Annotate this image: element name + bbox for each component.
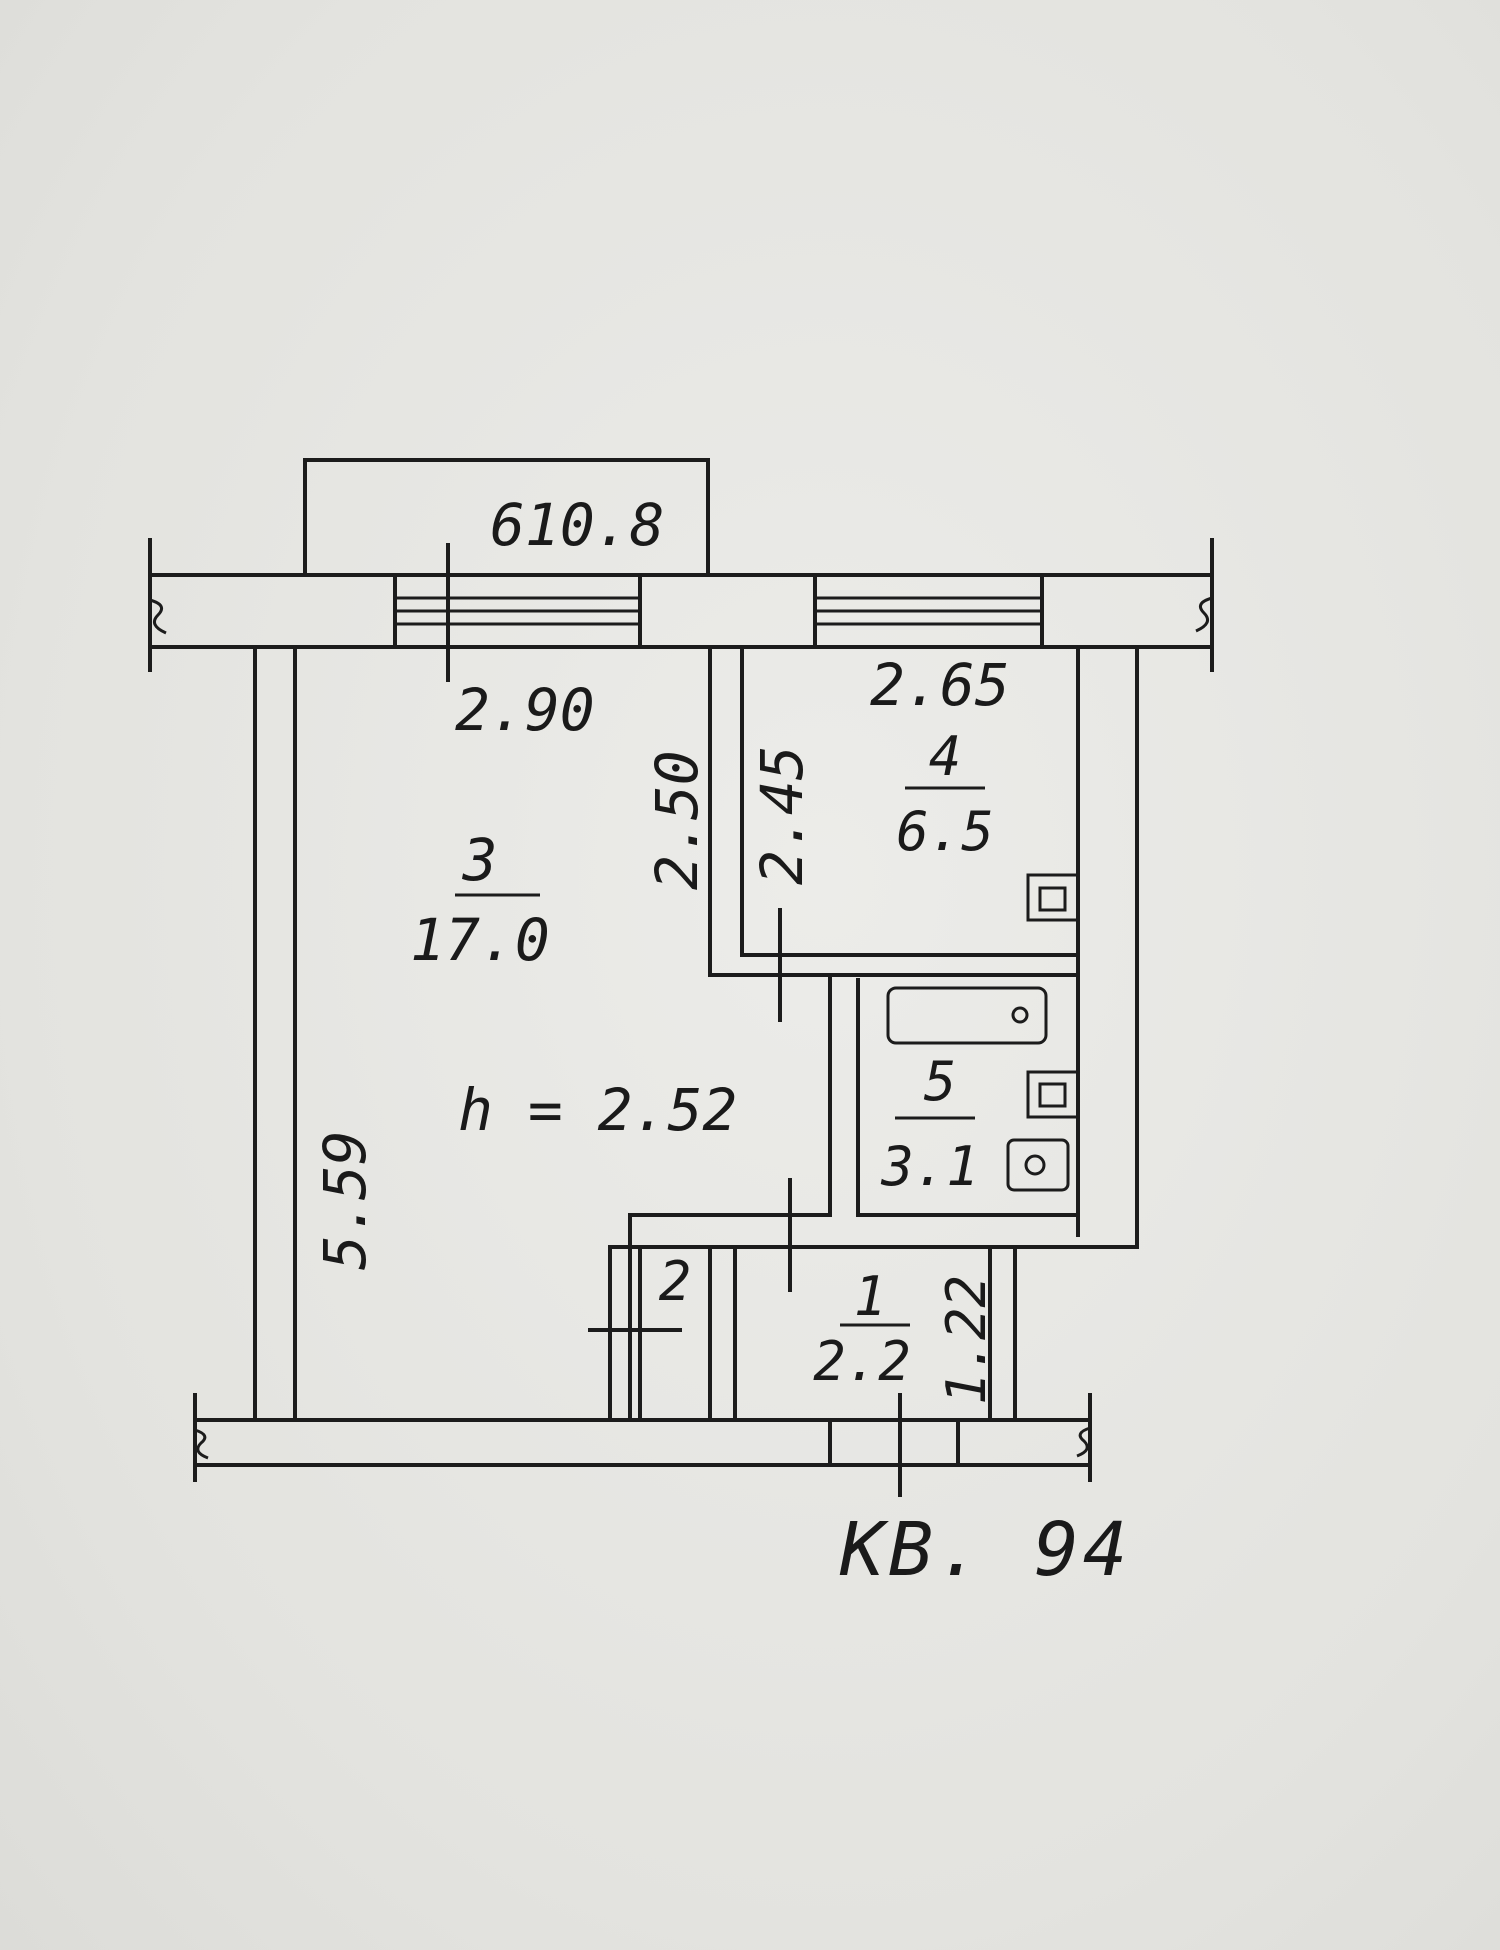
hall-width-dim: 1.22 [935, 1275, 998, 1405]
window-right [813, 573, 1044, 649]
ceiling-height: h = 2.52 [458, 1076, 737, 1144]
partition-a-dim: 2.50 [643, 750, 711, 890]
wall-left [253, 645, 297, 1419]
room3-number: 3 [462, 826, 498, 894]
room4-area: 6.5 [896, 800, 994, 863]
storage-hall-walls [588, 1248, 1017, 1422]
room3-area: 17.0 [410, 906, 550, 974]
room3-length-dim: 5.59 [311, 1130, 379, 1270]
room2-number: 2 [659, 1250, 692, 1313]
room1-number: 1 [854, 1265, 887, 1328]
plan-mark-top: 610.8 [490, 491, 665, 559]
window-left [393, 543, 642, 682]
bathroom-walls [608, 973, 1139, 1422]
exterior-wall-bottom [193, 1393, 1092, 1497]
room4-width-dim: 2.65 [870, 651, 1010, 719]
partition-b-dim: 2.45 [748, 745, 816, 885]
room1-area: 2.2 [813, 1330, 911, 1393]
balcony [303, 458, 710, 574]
apartment-label: КВ. 94 [839, 1507, 1131, 1593]
room5-area: 3.1 [880, 1135, 979, 1198]
exterior-wall-top [148, 538, 1214, 672]
room4-number: 4 [929, 725, 962, 788]
room5-number: 5 [924, 1050, 957, 1113]
kitchen-walls [708, 645, 1139, 1249]
room3-width-dim: 2.90 [455, 676, 595, 744]
